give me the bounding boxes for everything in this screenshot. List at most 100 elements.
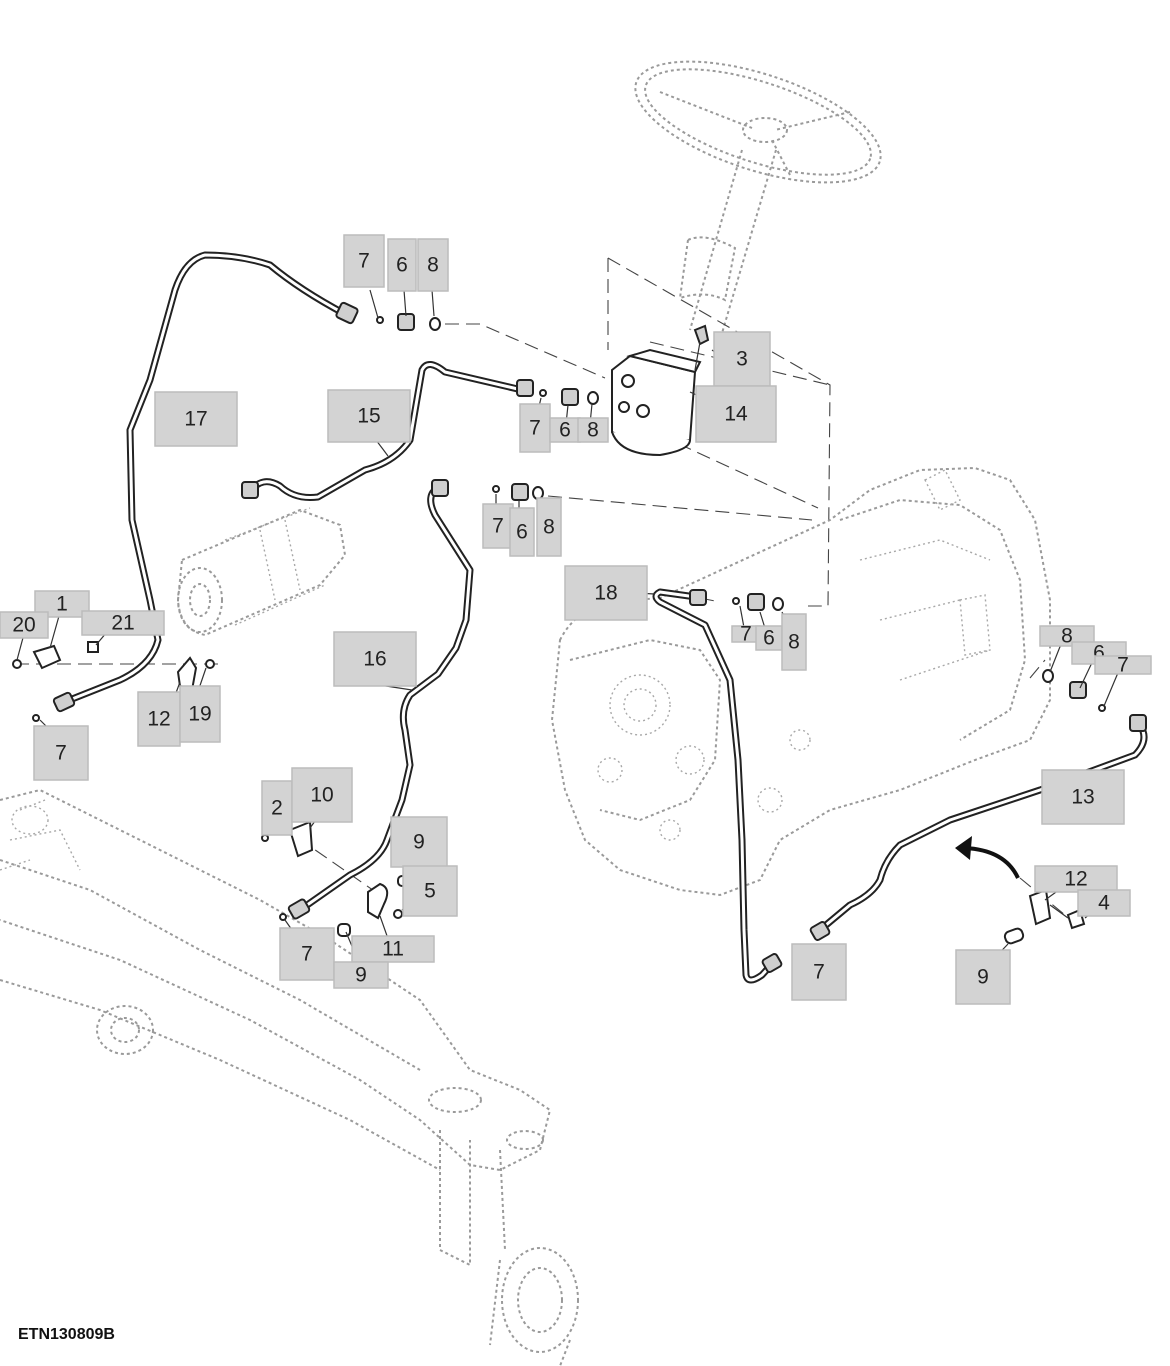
fittings xyxy=(32,301,1147,973)
callout-7: 7 xyxy=(1094,654,1152,677)
callout-number: 12 xyxy=(147,708,170,731)
callout-number: 8 xyxy=(427,254,439,277)
callout-box xyxy=(387,238,417,292)
callout-17: 17 xyxy=(154,391,238,447)
callout-11: 11 xyxy=(351,935,435,963)
figure-id: ETN130809B xyxy=(18,1326,115,1343)
callout-box xyxy=(154,391,238,447)
callout-7: 7 xyxy=(791,943,847,1001)
callout-number: 11 xyxy=(382,938,404,961)
callout-number: 8 xyxy=(543,516,555,539)
callout-8: 8 xyxy=(417,238,449,292)
callout-7: 7 xyxy=(731,623,761,646)
callout-7: 7 xyxy=(343,234,385,288)
callout-16: 16 xyxy=(333,631,417,687)
callout-10: 10 xyxy=(291,767,353,823)
callout-8: 8 xyxy=(781,613,807,671)
callout-number: 8 xyxy=(587,419,599,442)
callout-21: 21 xyxy=(81,610,165,636)
callout-9: 9 xyxy=(390,816,448,868)
tube-18 xyxy=(652,588,776,984)
callout-number: 6 xyxy=(516,521,528,544)
callout-box xyxy=(417,238,449,292)
callout-number: 21 xyxy=(111,612,134,635)
callout-number: 4 xyxy=(1098,892,1110,915)
callout-3: 3 xyxy=(713,331,771,387)
callout-number: 10 xyxy=(310,784,333,807)
callout-box xyxy=(390,816,448,868)
callout-number: 18 xyxy=(594,582,617,605)
callout-number: 15 xyxy=(357,405,380,428)
front-axle-ghost xyxy=(0,788,579,1366)
steering-wheel-ghost xyxy=(634,60,882,341)
callout-8: 8 xyxy=(1039,625,1095,648)
tube-17 xyxy=(58,251,349,707)
callout-6: 6 xyxy=(549,417,581,443)
callout-number: 3 xyxy=(736,348,748,371)
callout-number: 6 xyxy=(1093,642,1105,665)
callout-12: 12 xyxy=(137,691,181,747)
callout-number: 20 xyxy=(12,614,35,637)
callout-box xyxy=(1039,625,1095,647)
callout-number: 19 xyxy=(188,703,211,726)
tube-15 xyxy=(246,361,526,501)
callout-box xyxy=(955,949,1011,1005)
callout-4: 4 xyxy=(1077,889,1131,917)
callout-18: 18 xyxy=(564,565,648,621)
callout-7: 7 xyxy=(519,403,551,453)
callout-13: 13 xyxy=(1041,769,1125,825)
callout-box xyxy=(261,780,293,836)
callout-box xyxy=(81,610,165,636)
callout-box xyxy=(536,497,562,557)
callout-number: 2 xyxy=(271,797,283,820)
callout-number: 5 xyxy=(424,880,436,903)
callout-box xyxy=(781,613,807,671)
callout-8: 8 xyxy=(577,417,609,443)
callout-14: 14 xyxy=(695,385,777,443)
callout-5: 5 xyxy=(402,865,458,917)
callout-number: 6 xyxy=(559,419,571,442)
callout-number: 17 xyxy=(184,408,207,431)
callout-box xyxy=(1094,655,1152,675)
callout-number: 7 xyxy=(55,742,67,765)
callout-box xyxy=(402,865,458,917)
callout-box xyxy=(279,927,335,981)
callout-number: 8 xyxy=(1061,625,1073,648)
tube-13 xyxy=(816,721,1148,934)
callout-number: 16 xyxy=(363,648,386,671)
callout-number: 9 xyxy=(355,964,367,987)
clamps-and-brackets xyxy=(12,641,1086,945)
callout-6: 6 xyxy=(509,507,535,557)
tube-16 xyxy=(296,484,474,914)
callout-number: 7 xyxy=(740,623,752,646)
callout-number: 9 xyxy=(977,966,989,989)
callout-number: 9 xyxy=(413,831,425,854)
callout-number: 8 xyxy=(788,631,800,654)
callout-9: 9 xyxy=(333,961,389,989)
callout-7: 7 xyxy=(482,503,514,549)
callout-box xyxy=(333,631,417,687)
callout-2: 2 xyxy=(261,780,293,836)
callout-19: 19 xyxy=(179,685,221,743)
callout-6: 6 xyxy=(387,238,417,292)
callout-7: 7 xyxy=(279,927,335,981)
callout-box xyxy=(343,234,385,288)
callout-box xyxy=(0,611,49,639)
callout-number: 1 xyxy=(56,593,68,616)
callout-box xyxy=(1077,889,1131,917)
callout-20: 20 xyxy=(0,611,49,639)
callout-number: 7 xyxy=(1117,654,1129,677)
callout-7: 7 xyxy=(33,725,89,781)
callout-box xyxy=(327,389,411,443)
callout-number: 12 xyxy=(1064,868,1087,891)
callout-number: 7 xyxy=(492,515,504,538)
callout-box xyxy=(291,767,353,823)
callout-box xyxy=(137,691,181,747)
motion-arrow xyxy=(955,836,1020,879)
callout-number: 13 xyxy=(1071,786,1094,809)
callout-number: 7 xyxy=(529,417,541,440)
callout-6: 6 xyxy=(755,625,783,651)
callout-number: 7 xyxy=(358,250,370,273)
